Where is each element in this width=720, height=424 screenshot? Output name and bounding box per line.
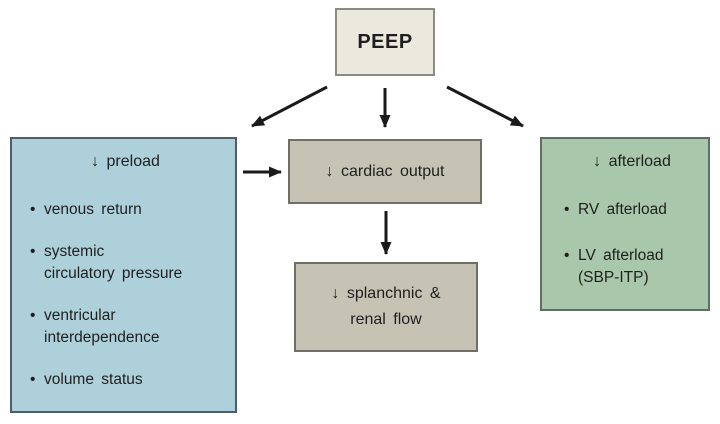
node-splanchnic-renal-flow-label: ↓ splanchnic & renal flow (331, 285, 441, 328)
afterload-bullet-rv-afterload: RV afterload (562, 199, 702, 221)
node-cardiac-output: ↓ cardiac output (288, 139, 482, 204)
arrow-peep-to-afterload (446, 85, 524, 128)
preload-bullet-volume-status: volume status (28, 369, 223, 391)
node-preload-title: ↓ preload (91, 153, 160, 170)
preload-bullet-venous-return: venous return (28, 199, 223, 221)
node-splanchnic-renal-flow: ↓ splanchnic & renal flow (294, 262, 478, 352)
node-cardiac-output-label: ↓ cardiac output (325, 162, 445, 180)
node-afterload-title: ↓ afterload (593, 153, 671, 170)
preload-bullet-ventricular-interdependence: ventricular interdependence (28, 305, 223, 349)
node-peep-label: PEEP (357, 30, 413, 53)
arrow-peep-to-preload (251, 85, 328, 128)
node-preload: ↓ preload venous return systemic circula… (10, 137, 237, 413)
preload-bullet-systemic-circulatory-pressure: systemic circulatory pressure (28, 241, 223, 285)
node-afterload: ↓ afterload RV afterload LV afterload (S… (540, 137, 710, 311)
node-peep: PEEP (335, 8, 435, 76)
afterload-bullet-lv-afterload: LV afterload (SBP-ITP) (562, 245, 702, 289)
